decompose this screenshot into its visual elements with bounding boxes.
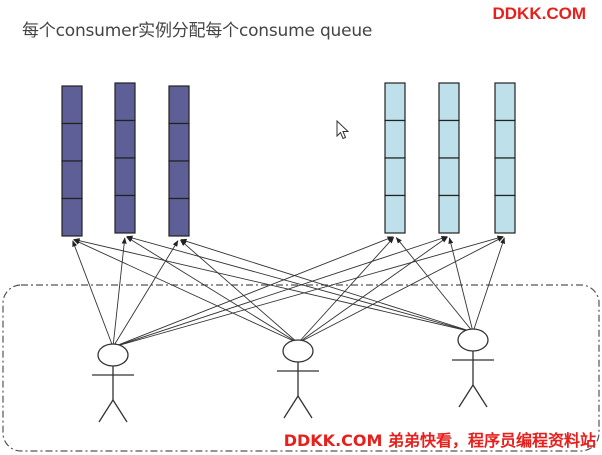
queue-group (61, 82, 516, 237)
queue-cell (494, 157, 516, 197)
queue-dark-1 (61, 85, 83, 237)
watermark-top: DDKK.COM (492, 4, 587, 23)
queue-cell (61, 197, 83, 237)
queue-cell (114, 119, 136, 159)
cursor-arrow-icon (336, 120, 350, 140)
consumer-2-stick-figure-icon (277, 339, 319, 419)
queue-cell (61, 160, 83, 200)
queue-cell (438, 82, 460, 122)
queue-cell (384, 82, 406, 122)
queue-cell (114, 82, 136, 122)
watermark-bottom: DDKK.COM 弟弟快看，程序员编程资料站 (283, 431, 596, 450)
queue-cell (114, 194, 136, 234)
queue-cell (61, 122, 83, 162)
queue-light-1 (384, 82, 406, 234)
consumer-queue-arrow (72, 240, 114, 348)
consumer-queue-arrow (395, 237, 474, 333)
queue-cell (494, 194, 516, 234)
consumer-queue-arrow (297, 237, 395, 344)
arrow-group (72, 235, 505, 348)
consumer-queue-arrow (112, 236, 394, 348)
queue-cell (438, 157, 460, 197)
consumer-queue-arrow (112, 237, 127, 348)
consumer-queue-arrow (112, 240, 179, 348)
consumer-queue-arrow (126, 235, 474, 333)
consumer-queue-arrow (180, 239, 299, 344)
queue-cell (438, 194, 460, 234)
consumer-queue-arrow (297, 236, 448, 344)
consumer-queue-arrow (472, 237, 505, 333)
queue-dark-2 (114, 82, 136, 234)
queue-cell (384, 119, 406, 159)
consumer-queue-arrow (297, 236, 504, 344)
consumer-queue-arrow (448, 237, 474, 333)
queue-cell (494, 82, 516, 122)
queue-light-2 (438, 82, 460, 234)
queue-cell (61, 85, 83, 125)
queue-cell (168, 160, 190, 200)
queue-cell (384, 194, 406, 234)
consumer-queue-arrow (73, 238, 474, 333)
queue-cell (494, 119, 516, 159)
consumer-queue-arrow (112, 236, 448, 348)
queue-cell (168, 197, 190, 237)
consumer-queue-arrow (112, 235, 504, 348)
queue-cell (168, 122, 190, 162)
diagram-title: 每个consumer实例分配每个consume queue (22, 21, 373, 41)
queue-cell (384, 157, 406, 197)
queue-dark-3 (168, 85, 190, 237)
consumer-queue-arrow (126, 236, 299, 344)
consumer-3-stick-figure-icon (452, 328, 494, 408)
consumer-1-stick-figure-icon (92, 343, 134, 423)
consumer-queue-arrow (73, 239, 299, 344)
queue-light-3 (494, 82, 516, 234)
queue-cell (438, 119, 460, 159)
queue-cell (168, 85, 190, 125)
queue-cell (114, 157, 136, 197)
consumer-group (92, 328, 494, 423)
consumer-queue-arrow (180, 238, 474, 333)
